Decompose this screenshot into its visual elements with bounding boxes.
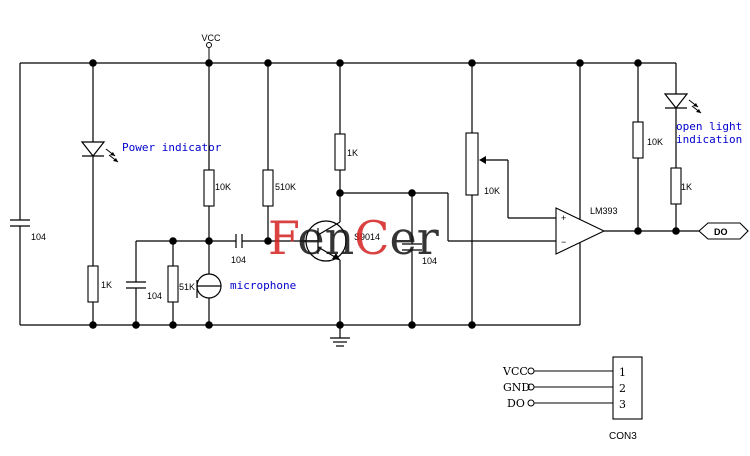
resistor-r-mic xyxy=(167,265,179,303)
power-led-branch: 1K xyxy=(80,63,119,325)
transistor-stage: 1K S9014 104 xyxy=(305,63,556,325)
transistor-label: S9014 xyxy=(354,232,380,242)
open-light-label-line1: open light xyxy=(676,120,742,133)
watermark-letter-6: r xyxy=(417,211,439,265)
indicator-led-icon xyxy=(663,93,689,109)
r-pullup-value: 10K xyxy=(647,137,663,147)
watermark-letter-3: n xyxy=(325,211,355,265)
do-output-port: DO xyxy=(698,222,749,240)
r-mic-value: 51K xyxy=(179,282,195,292)
open-light-label-line2: indication xyxy=(676,133,742,146)
comparator-minus-sign: − xyxy=(561,237,566,247)
pot-value: 10K xyxy=(484,186,500,196)
vcc-marker: VCC xyxy=(201,33,221,63)
con-pin2-number: 2 xyxy=(619,382,626,395)
watermark-letter-2: e xyxy=(297,211,324,265)
r-base-value: 510K xyxy=(275,182,296,192)
vcc-label: VCC xyxy=(201,33,221,43)
resistor-r-bias xyxy=(203,169,215,207)
con-pin1-signal: VCC xyxy=(502,365,528,378)
junction-dots xyxy=(89,59,680,329)
watermark-letter-1: F xyxy=(268,211,298,265)
resistor-r-pullup xyxy=(632,121,644,159)
comparator-triangle xyxy=(555,207,606,255)
fencer-watermark: FenCer xyxy=(268,211,439,265)
mic-input-network: 104 51K 10K 104 510K xyxy=(126,63,322,325)
capacitor-c1: 104 xyxy=(10,63,46,325)
potentiometer: 10K xyxy=(465,63,556,325)
c-couple-value: 104 xyxy=(231,255,246,265)
con-pin2-signal: GND xyxy=(503,381,530,394)
watermark-letter-5: e xyxy=(389,211,416,265)
comparator-label: LM393 xyxy=(590,206,618,216)
do-output-label: DO xyxy=(714,227,728,237)
connector-name: CON3 xyxy=(609,431,637,442)
pot-body xyxy=(465,132,479,196)
power-led-icon xyxy=(80,141,106,157)
resistor-r-base xyxy=(262,169,274,207)
con-pin3-number: 3 xyxy=(619,398,626,411)
connector-con3: VCC GND DO 1 2 3 CON3 xyxy=(502,356,643,442)
con-pin1-number: 1 xyxy=(619,366,626,379)
pot-wiper-arrow-icon xyxy=(479,156,486,164)
resistor-r-led xyxy=(670,167,682,205)
resistor-r-collector xyxy=(334,133,346,171)
r-led-value: 1K xyxy=(681,182,692,192)
r-power-value: 1K xyxy=(101,280,112,290)
con-pin3-signal: DO xyxy=(507,397,525,410)
c-mid-value: 104 xyxy=(147,291,162,301)
watermark-letter-4: C xyxy=(354,211,389,265)
transistor-icon xyxy=(305,220,347,262)
comparator: + − LM393 xyxy=(555,63,699,325)
power-indicator-label: Power indicator xyxy=(122,141,222,154)
comparator-plus-sign: + xyxy=(561,213,566,223)
resistor-r-power xyxy=(87,265,99,303)
c-filter-value: 104 xyxy=(422,256,437,266)
r-collector-value: 1K xyxy=(347,148,358,158)
output-stage: 10K 1K xyxy=(632,63,702,231)
r-bias-value: 10K xyxy=(215,182,231,192)
c1-value: 104 xyxy=(31,232,46,242)
microphone-label: microphone xyxy=(230,279,296,292)
